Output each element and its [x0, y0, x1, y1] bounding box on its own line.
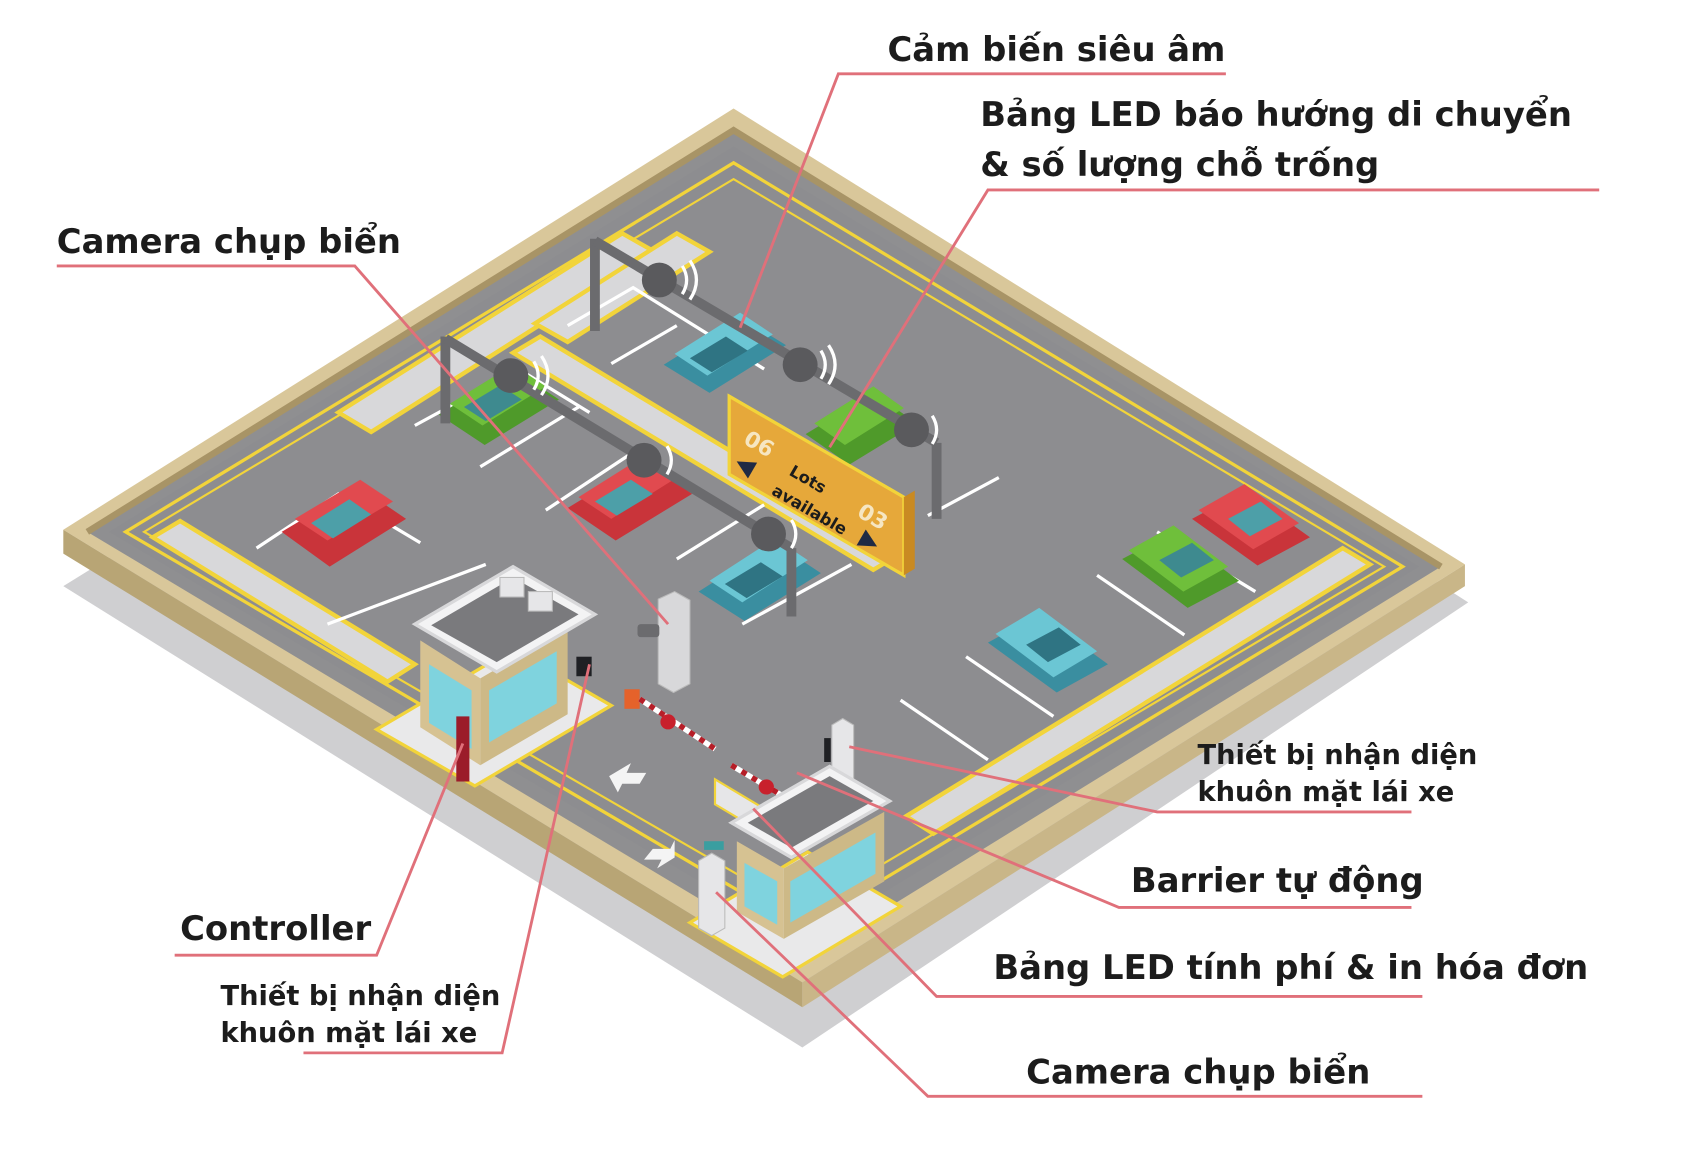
label-face-recognition-exit-line2: khuôn mặt lái xe	[1197, 777, 1454, 808]
stop-sign-icon	[660, 714, 676, 730]
label-plate-camera-entry: Camera chụp biển	[57, 221, 401, 261]
ultrasonic-sensor-gantry-1	[590, 236, 942, 519]
controller-cabinet	[456, 716, 470, 782]
labels: Cảm biến siêu âm Bảng LED báo hướng di c…	[57, 30, 1588, 1091]
car-green-3	[1122, 525, 1239, 608]
exit-arrow-icon	[644, 840, 675, 869]
ultrasonic-sensor-icon	[894, 412, 929, 448]
camera-icon	[704, 841, 724, 850]
ultrasonic-sensor-icon	[493, 358, 529, 393]
label-face-recognition-entry-line2: khuôn mặt lái xe	[221, 1018, 478, 1049]
label-led-direction-line1: Bảng LED báo hướng di chuyển	[980, 94, 1572, 134]
ultrasonic-sensor-icon	[626, 442, 662, 478]
car-red-1	[281, 479, 407, 567]
car-red-3	[1192, 484, 1310, 566]
label-controller: Controller	[180, 909, 371, 948]
ultrasonic-sensor-gantry-2	[440, 334, 798, 617]
car-blue-3	[987, 607, 1108, 693]
label-auto-barrier: Barrier tự động	[1131, 861, 1424, 900]
entry-camera-post	[637, 590, 691, 694]
ultrasonic-sensor-icon	[782, 347, 818, 383]
exit-camera-post	[698, 841, 726, 937]
exit-booth	[686, 764, 904, 979]
ultrasonic-sensor-icon	[641, 262, 677, 298]
label-face-recognition-entry-line1: Thiết bị nhận diện	[221, 981, 501, 1012]
ultrasonic-sensor-icon	[751, 516, 786, 552]
entry-arrow-icon	[609, 763, 647, 793]
label-plate-camera-exit: Camera chụp biển	[1026, 1051, 1370, 1091]
label-face-recognition-exit-line1: Thiết bị nhận diện	[1197, 740, 1477, 771]
label-led-direction-line2: & số lượng chỗ trống	[980, 145, 1379, 184]
camera-icon	[637, 624, 660, 638]
label-led-fee-invoice: Bảng LED tính phí & in hóa đơn	[993, 948, 1588, 987]
leader-lines	[56, 72, 1600, 1098]
direction-arrows	[609, 763, 675, 869]
entry-barrier	[624, 689, 717, 752]
entry-booth	[373, 564, 615, 788]
label-ultrasonic-sensor: Cảm biến siêu âm	[887, 30, 1225, 69]
stop-sign-icon	[758, 779, 774, 795]
